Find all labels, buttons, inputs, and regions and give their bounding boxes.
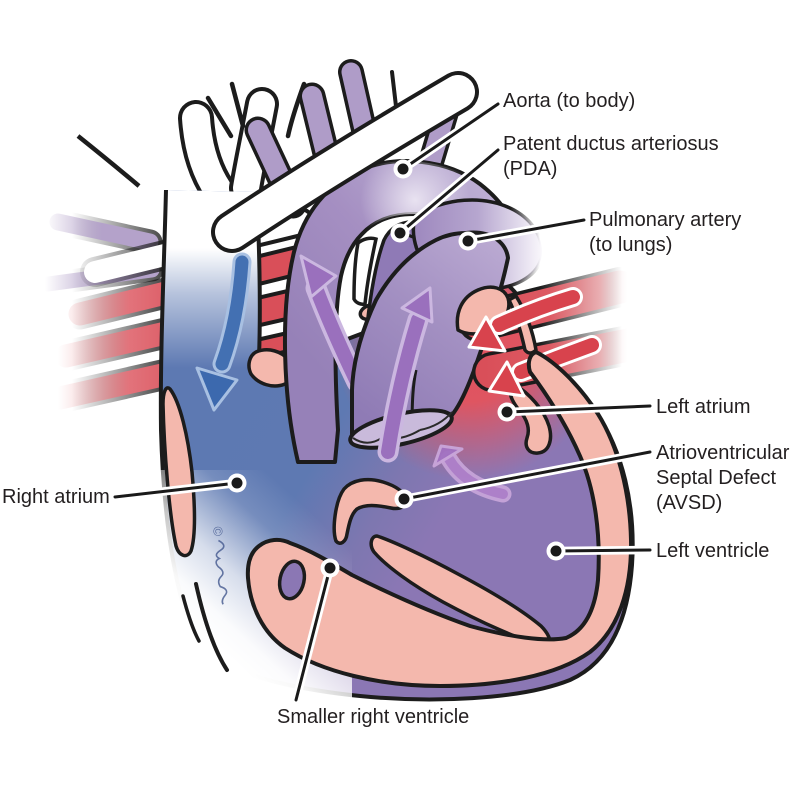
callout-dot-pda bbox=[394, 227, 406, 239]
callout-avsd: Atrioventricular Septal Defect (AVSD) bbox=[394, 442, 790, 514]
pulmonary-flow-arrow bbox=[377, 286, 434, 463]
label-smaller-right-ventricle: Smaller right ventricle bbox=[277, 706, 469, 728]
vessel-window-gap bbox=[352, 236, 379, 306]
wall-crease-line-2 bbox=[181, 594, 201, 643]
callout-dot-pulmonary-artery bbox=[462, 235, 474, 247]
callout-dot-right-atrium bbox=[231, 477, 243, 489]
callout-aorta: Aorta (to body) bbox=[393, 90, 635, 179]
ventricular-wall bbox=[245, 350, 634, 688]
label-avsd-line3: (AVSD) bbox=[656, 492, 722, 514]
callout-dot-aorta bbox=[397, 163, 409, 175]
callout-dot-left-atrium bbox=[501, 406, 513, 418]
label-left-atrium: Left atrium bbox=[656, 396, 750, 418]
label-pda-line2: (PDA) bbox=[503, 158, 557, 180]
signature-squiggle bbox=[215, 539, 228, 605]
label-right-atrium: Right atrium bbox=[2, 486, 110, 508]
label-left-ventricle: Left ventricle bbox=[656, 540, 769, 562]
svc-flow-arrow bbox=[195, 252, 252, 412]
label-pulmonary-artery-line1: Pulmonary artery bbox=[589, 209, 741, 231]
callout-right-atrium: Right atrium bbox=[2, 473, 247, 508]
callout-dot-smaller-right-ventricle bbox=[324, 562, 336, 574]
label-aorta: Aorta (to body) bbox=[503, 90, 635, 112]
crista-terminalis-flap bbox=[161, 386, 197, 558]
callout-pulmonary-artery: Pulmonary artery (to lungs) bbox=[458, 209, 741, 256]
left-vessel-edge bbox=[76, 134, 141, 188]
copyright-symbol: © bbox=[210, 526, 226, 538]
callout-pda: Patent ductus arteriosus (PDA) bbox=[390, 133, 719, 243]
innominate-vein-band bbox=[211, 71, 479, 253]
callout-left-atrium: Left atrium bbox=[497, 396, 750, 422]
callout-smaller-right-ventricle: Smaller right ventricle bbox=[277, 558, 469, 728]
avsd-flow-arrow bbox=[432, 444, 512, 503]
vein-twig bbox=[205, 95, 234, 139]
artist-signature: © bbox=[210, 526, 228, 605]
callout-dot-avsd bbox=[398, 493, 410, 505]
av-septal-crest bbox=[332, 477, 408, 545]
wall-crease-line bbox=[194, 582, 229, 672]
vein-twig bbox=[229, 81, 246, 129]
callout-left-ventricle: Left ventricle bbox=[546, 540, 769, 562]
callouts: Aorta (to body) Patent ductus arteriosus… bbox=[2, 90, 790, 728]
label-pda-line1: Patent ductus arteriosus bbox=[503, 133, 719, 155]
wall-ear-pocket bbox=[277, 559, 307, 601]
callout-dot-left-ventricle bbox=[550, 545, 562, 557]
label-pulmonary-artery-line2: (to lungs) bbox=[589, 234, 672, 256]
label-avsd-line2: Septal Defect bbox=[656, 467, 777, 489]
label-avsd-line1: Atrioventricular bbox=[656, 442, 790, 464]
heart-wall bbox=[181, 350, 634, 688]
